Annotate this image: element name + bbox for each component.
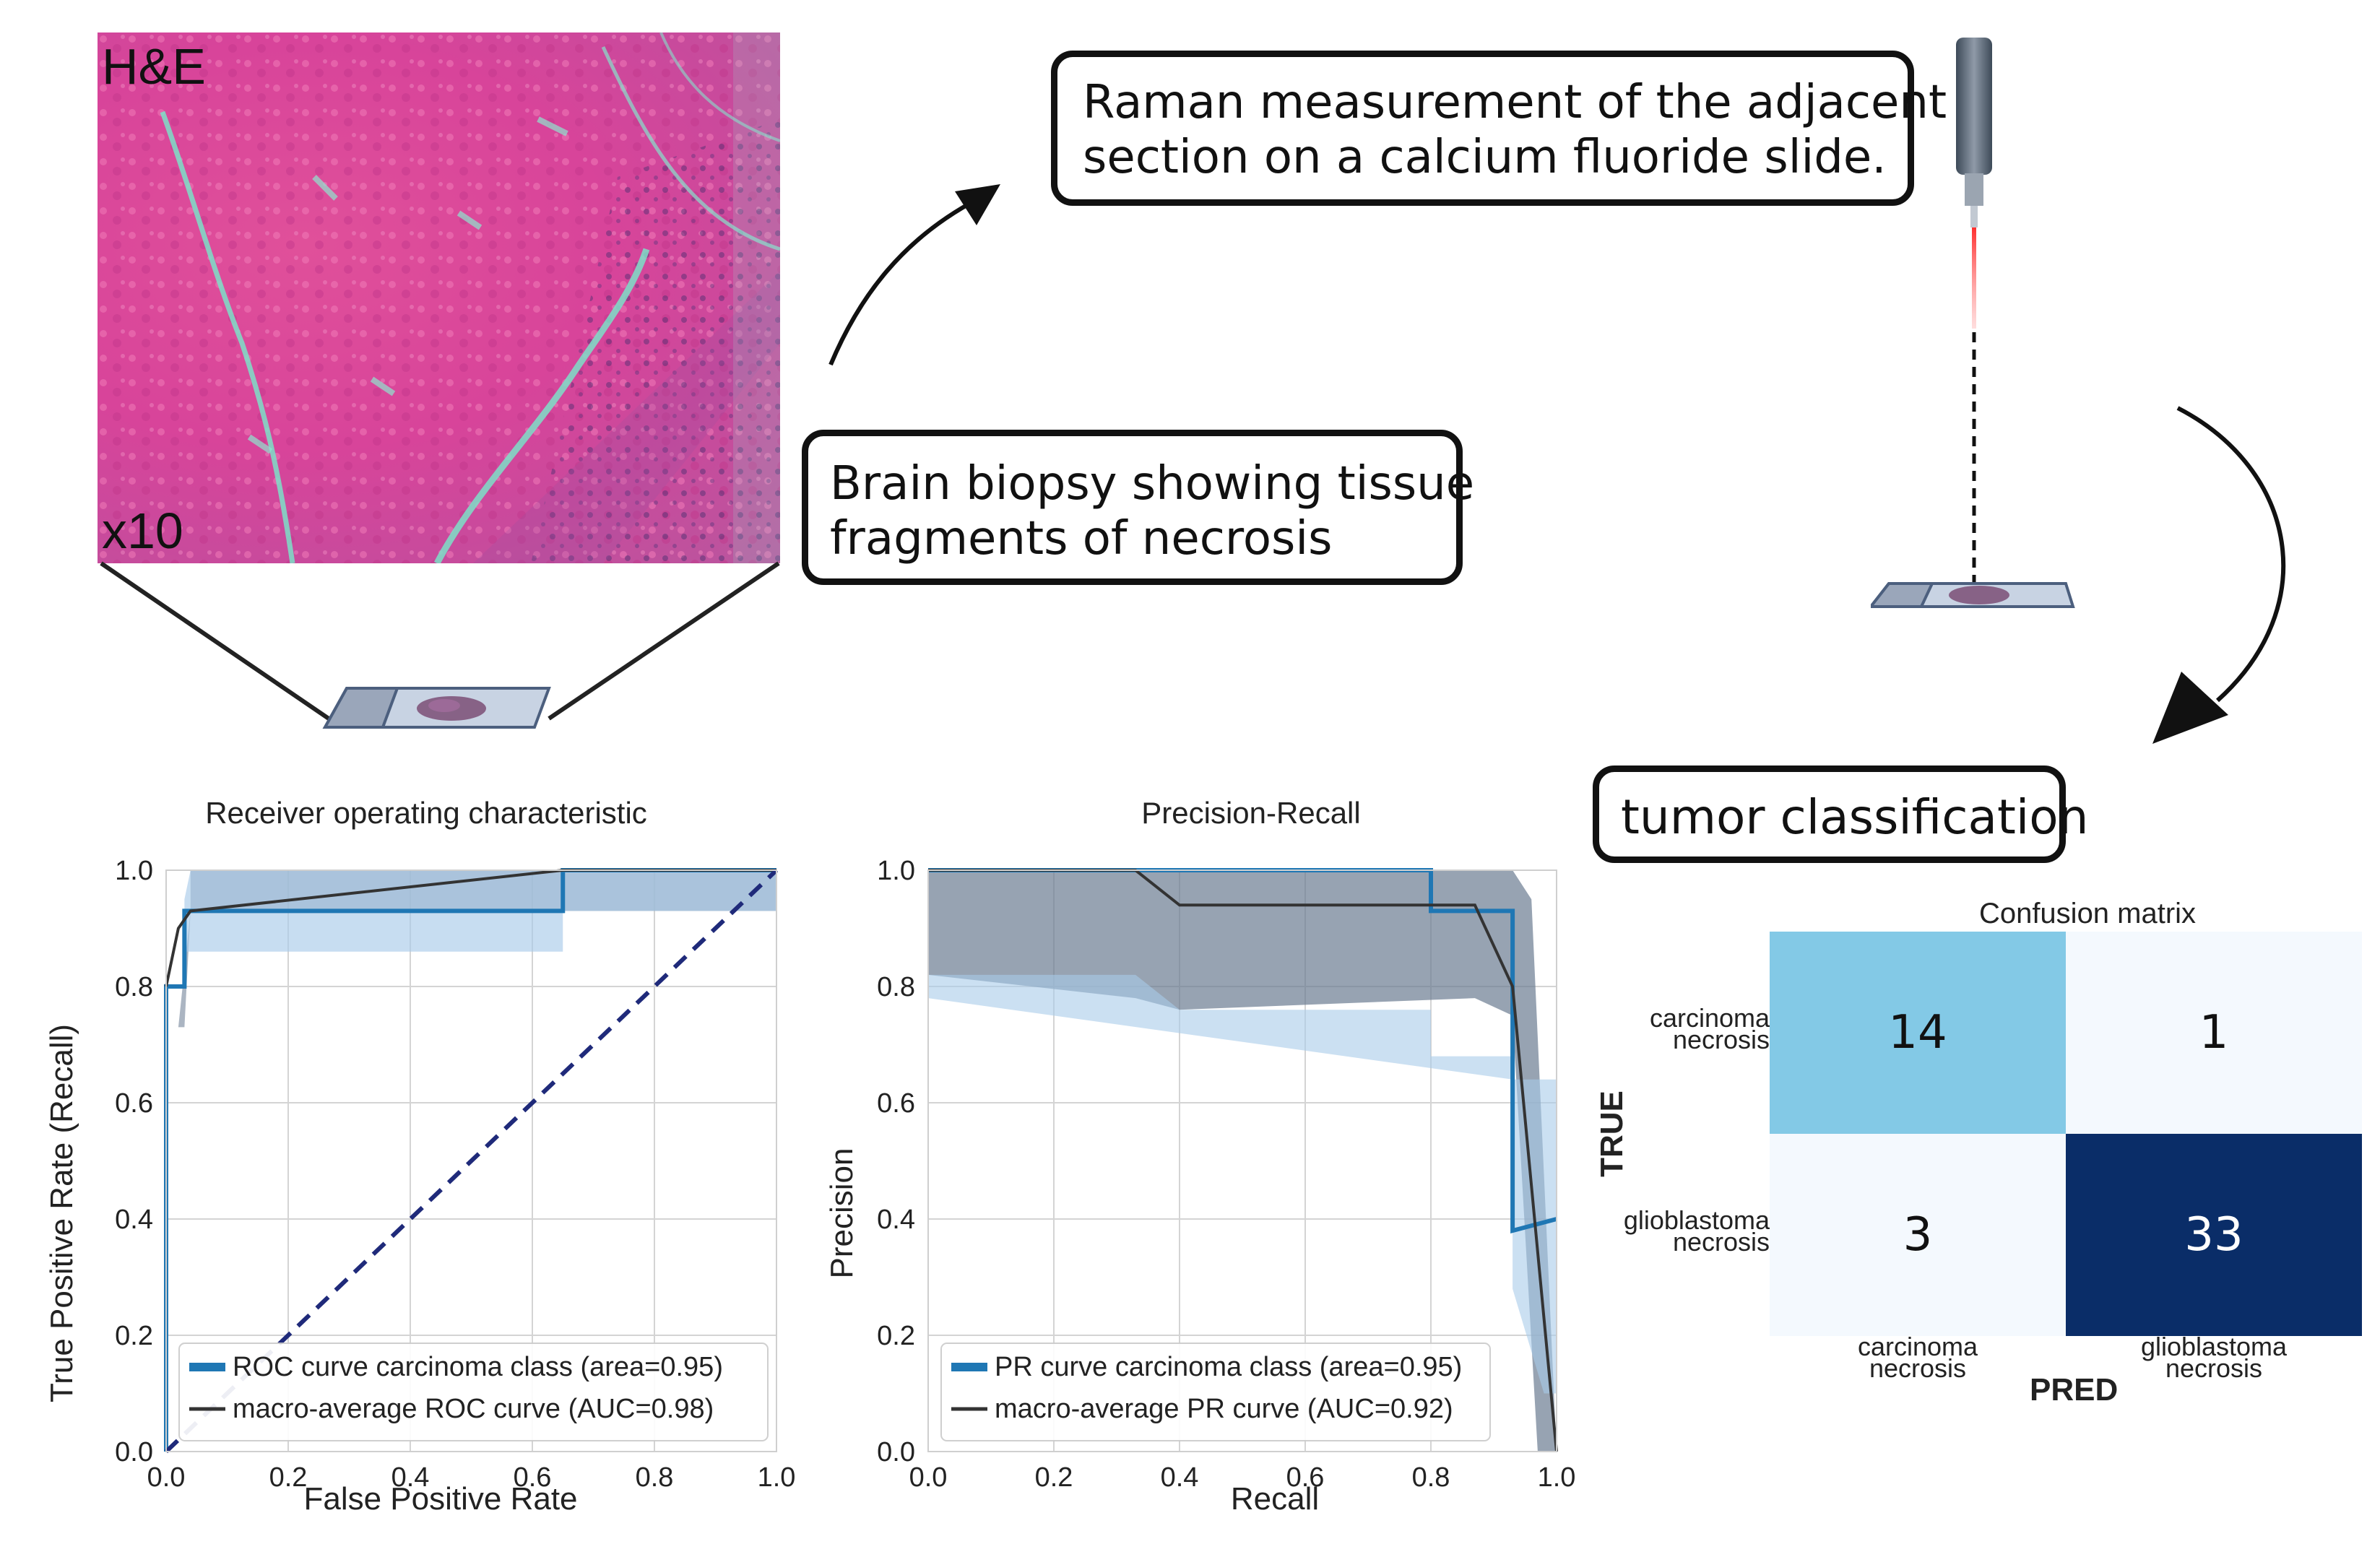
histology-image: H&E x10: [98, 32, 780, 563]
cm-col-0-line-2: necrosis: [1869, 1353, 1967, 1383]
pr-legend-label: PR curve carcinoma class (area=0.95): [995, 1352, 1462, 1382]
cm-cell-1-1: 33: [2066, 1134, 2362, 1336]
roc-xtick-label: 0.2: [269, 1462, 308, 1493]
cm-cell-0-1: 1: [2066, 932, 2362, 1134]
raman-callout: Raman measurement of the adjacent sectio…: [1051, 51, 1947, 206]
roc-legend-label: macro-average ROC curve (AUC=0.98): [233, 1394, 714, 1424]
cm-col-label-0: carcinoma necrosis: [1770, 1332, 2066, 1383]
pr-ytick-label: 0.6: [877, 1088, 915, 1119]
raman-line-2: section on a calcium fluoride slide.: [1083, 131, 1887, 184]
pr-xtick-label: 1.0: [1538, 1462, 1576, 1493]
glass-slide-left: [322, 687, 551, 729]
roc-legend-box: [178, 1343, 769, 1441]
roc-xtick-label: 0.8: [636, 1462, 674, 1493]
pr-ytick-label: 0.4: [877, 1205, 915, 1235]
cm-row-0-line-1: carcinoma: [1649, 1003, 1770, 1033]
pr-ytick-label: 0.8: [877, 972, 915, 1002]
pr-ytick-label: 1.0: [877, 856, 915, 886]
roc-ytick-label: 0.4: [115, 1205, 153, 1235]
zoom-lines: [100, 561, 780, 721]
pr-ytick-label: 0.0: [877, 1437, 915, 1467]
roc-ytick-label: 0.2: [115, 1321, 153, 1351]
pr-legend-box: [940, 1343, 1491, 1441]
pr-xtick-label: 0.8: [1412, 1462, 1450, 1493]
roc-title: Receiver operating characteristic: [205, 796, 647, 830]
pr-ytick-label: 0.2: [877, 1321, 915, 1351]
roc-ylabel: True Positive Rate (Recall): [44, 1024, 79, 1402]
cm-row-1-line-2: necrosis: [1672, 1227, 1770, 1257]
arrowhead-icon: [955, 184, 1000, 225]
tissue-texture: [98, 32, 780, 563]
cm-col-1-line-2: necrosis: [2165, 1353, 2263, 1383]
cm-row-0-line-2: necrosis: [1672, 1025, 1770, 1054]
roc-plot-frame: [165, 869, 777, 1452]
roc-xtick-label: 0.0: [147, 1462, 186, 1493]
cm-row-label-0: carcinoma necrosis: [1582, 1003, 1770, 1054]
cm-col-label-1: glioblastoma necrosis: [2066, 1332, 2362, 1383]
magnification-label: x10: [102, 503, 183, 559]
pr-xlabel: Recall: [1231, 1481, 1319, 1517]
roc-ytick-label: 0.8: [115, 972, 153, 1002]
pr-chart: Precision-Recall 0.0 0.2 0.4 0.6 0.8 1.0 0.0 0.…: [824, 796, 1576, 1517]
cm-col-1-line-1: glioblastoma: [2140, 1332, 2288, 1361]
biopsy-line-1: Brain biopsy showing tissue: [830, 457, 1475, 511]
cm-row-label-1: glioblastoma necrosis: [1582, 1205, 1770, 1257]
pr-ylabel: Precision: [824, 1148, 860, 1279]
classification-callout: tumor classification: [1593, 766, 2089, 863]
laser-beam: [1972, 227, 1976, 329]
pr-xtick-label: 0.0: [909, 1462, 948, 1493]
roc-xtick-label: 0.6: [514, 1462, 552, 1493]
pr-legend-label: macro-average PR curve (AUC=0.92): [995, 1394, 1453, 1424]
pr-xtick-label: 0.2: [1035, 1462, 1073, 1493]
roc-ytick-label: 1.0: [115, 856, 153, 886]
cm-cell-0-0: 14: [1770, 932, 2066, 1134]
roc-xlabel: False Positive Rate: [303, 1481, 577, 1517]
pr-confidence-band: [928, 974, 1557, 1394]
arrow-to-raman: [828, 184, 1000, 366]
pr-confidence-band: [928, 870, 1557, 1452]
cm-cell-1-0: 3: [1770, 1134, 2066, 1336]
roc-xtick-label: 0.4: [391, 1462, 430, 1493]
roc-ytick-label: 0.6: [115, 1088, 153, 1119]
cm-row-1-line-1: glioblastoma: [1623, 1205, 1770, 1235]
cm-title: Confusion matrix: [1978, 898, 2197, 929]
cm-ylabel: TRUE: [1594, 1090, 1630, 1177]
arrow-to-classification: [2152, 406, 2286, 744]
biopsy-callout: Brain biopsy showing tissue fragments of…: [802, 430, 1475, 585]
raman-line-1: Raman measurement of the adjacent: [1083, 76, 1947, 129]
roc-legend-label: ROC curve carcinoma class (area=0.95): [233, 1352, 723, 1382]
classification-label: tumor classification: [1621, 789, 2089, 845]
pr-xtick-label: 0.4: [1161, 1462, 1199, 1493]
pr-xtick-label: 0.6: [1286, 1462, 1325, 1493]
raman-instrument: [1871, 38, 2075, 608]
cm-col-0-line-1: carcinoma: [1857, 1332, 1978, 1361]
roc-xtick-label: 1.0: [758, 1462, 796, 1493]
cm-xlabel: PRED: [2030, 1372, 2119, 1408]
laser-head: [1956, 38, 1992, 175]
pr-plot-frame: [927, 869, 1557, 1452]
pr-title: Precision-Recall: [1141, 796, 1360, 830]
stain-label: H&E: [102, 38, 206, 95]
arrowhead-icon: [2152, 672, 2228, 744]
roc-chart: Receiver operating characteristic 0.0 0.2…: [44, 796, 796, 1517]
roc-ytick-label: 0.0: [115, 1437, 153, 1467]
biopsy-line-2: fragments of necrosis: [830, 512, 1333, 565]
